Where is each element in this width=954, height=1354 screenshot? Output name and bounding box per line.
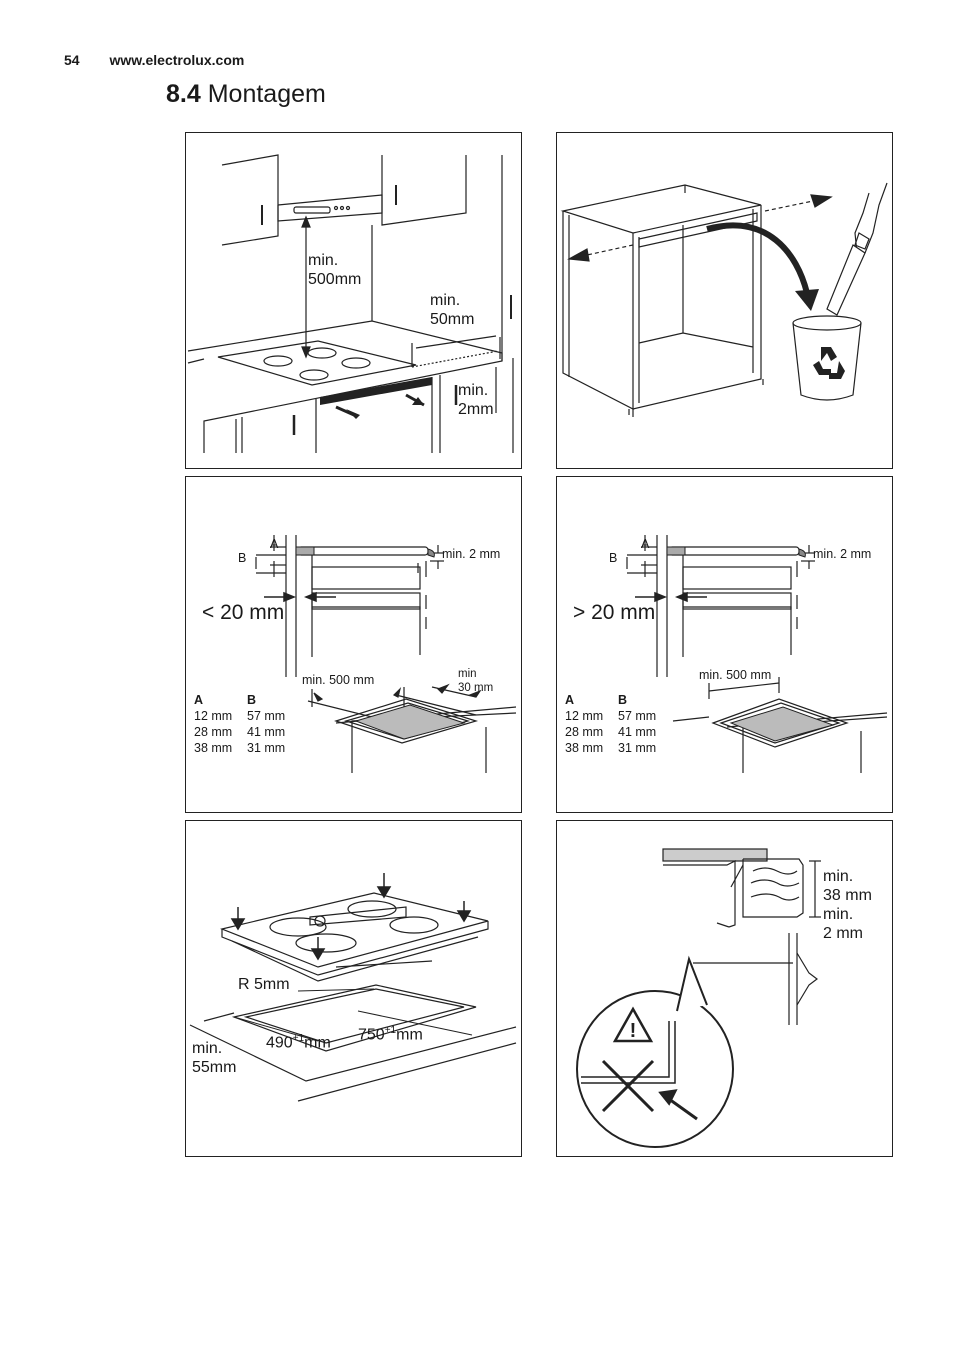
website-url[interactable]: www.electrolux.com (109, 52, 245, 68)
label-gap-more-20mm: > 20 mm (573, 601, 656, 624)
label-min-2mm: min. 2 mm (823, 906, 863, 942)
section-title: 8.4 Montagem (166, 80, 326, 109)
label-min-55mm: min. 55mm (192, 1040, 237, 1076)
label-radius-5mm: R 5mm (238, 976, 290, 993)
kitchen-illustration (187, 154, 514, 453)
section-number: 8.4 (166, 80, 201, 108)
page-header: 54 www.electrolux.com (64, 52, 244, 68)
label-min-2mm: min. 2mm (458, 382, 494, 418)
worktop-warning-illustration: ! (576, 848, 821, 1148)
page-number: 54 (64, 52, 80, 68)
label-min-2mm: min. 2 mm (813, 547, 872, 561)
panel-kitchen-clearances: min. 500mm min. 50mm min. 2mm (185, 132, 522, 469)
panel-worktop-thickness: ! min. 38 mm min. 2 mm (556, 820, 893, 1157)
label-a: A (270, 537, 279, 551)
panel-remove-cabinet-bar (556, 132, 893, 469)
svg-text:!: ! (630, 1020, 637, 1042)
label-min-50mm: min. 50mm (430, 292, 475, 328)
label-gap-less-20mm: < 20 mm (202, 601, 285, 624)
label-b: B (609, 551, 618, 565)
section-illustration-less-20 (255, 535, 517, 773)
section-name: Montagem (207, 80, 326, 108)
label-min-500mm: min. 500 mm (302, 673, 375, 687)
label-a: A (641, 537, 650, 551)
label-min-38mm: min. 38 mm (823, 868, 872, 904)
label-min-2mm: min. 2 mm (442, 547, 501, 561)
label-min-30mm: min 30 mm (458, 668, 494, 694)
panel-gap-less-20mm: A B min. 2 mm < 20 mm min. 500 mm min 30… (185, 476, 522, 813)
label-b: B (238, 551, 247, 565)
cabinet-recycle-illustration (560, 182, 888, 417)
section-illustration-more-20 (626, 535, 888, 773)
label-min-500mm: min. 500mm (308, 252, 362, 288)
label-width-750mm: 750+1mm (358, 1025, 423, 1044)
panel-cutout-dimensions: R 5mm 490+1mm 750+1mm min. 55mm (185, 820, 522, 1157)
label-min-500mm: min. 500 mm (699, 668, 772, 682)
label-depth-490mm: 490+1mm (266, 1033, 331, 1052)
hob-cutout-illustration (189, 873, 517, 1102)
